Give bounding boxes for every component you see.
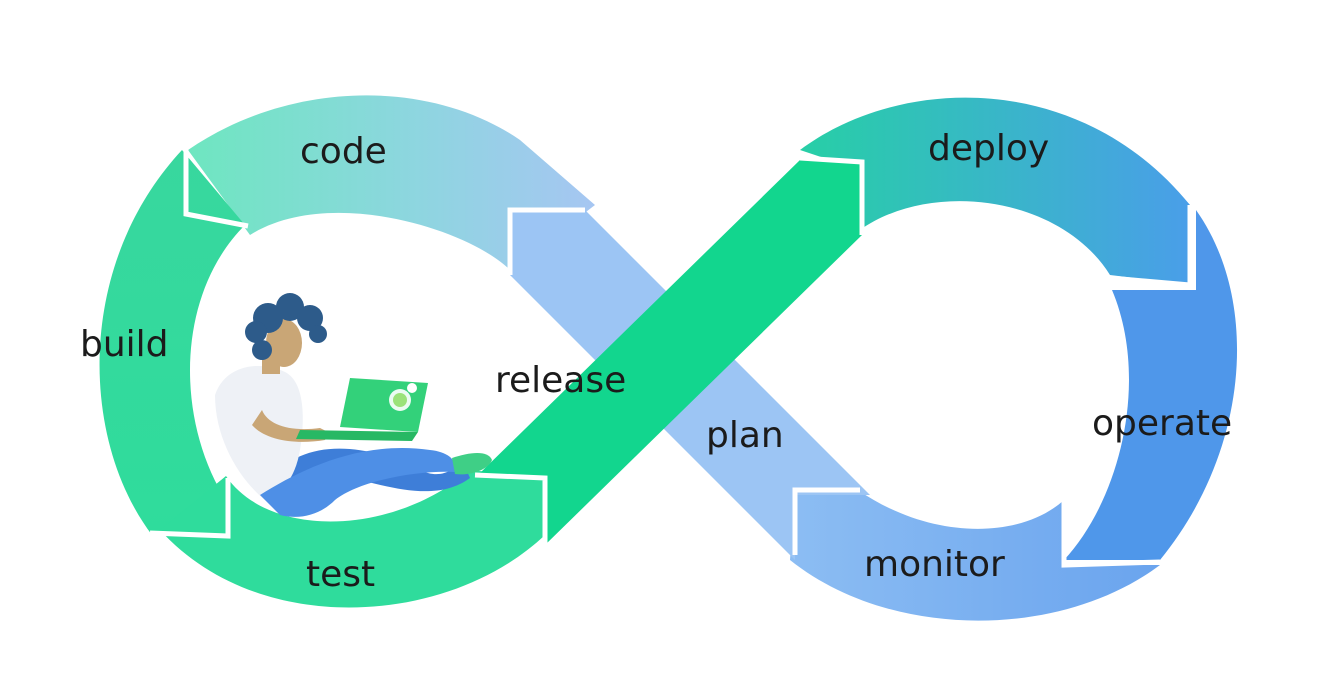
person-with-laptop-illustration (215, 293, 492, 517)
person-leg-front (260, 448, 456, 517)
right-loop (790, 97, 1238, 621)
label-test: test (306, 554, 375, 595)
segment-release (478, 160, 862, 545)
notch-monitor-plan (792, 487, 860, 555)
notch-build-test (149, 478, 231, 539)
label-monitor: monitor (864, 544, 1005, 585)
notch-test-release (474, 472, 548, 545)
person-shoe (452, 453, 492, 475)
segment-code (188, 95, 595, 270)
laptop (296, 378, 428, 441)
notch-release-deploy (799, 155, 865, 235)
label-build: build (80, 324, 169, 365)
left-loop (99, 95, 595, 608)
notch-deploy-operate (1109, 205, 1193, 288)
label-plan: plan (706, 415, 784, 456)
segment-operate (1064, 210, 1238, 560)
person-hair (245, 293, 327, 360)
label-deploy: deploy (928, 128, 1049, 169)
segment-test (160, 470, 545, 608)
notch-operate-monitor (1061, 495, 1161, 568)
notch-plan (507, 207, 585, 275)
segment-build (99, 150, 245, 535)
label-code: code (300, 131, 387, 172)
segment-monitor (790, 490, 1160, 621)
label-release: release (495, 360, 626, 401)
person-shirt (215, 365, 303, 500)
label-operate: operate (1092, 403, 1232, 444)
notch-code-build (183, 145, 249, 229)
segment-deploy (800, 97, 1192, 285)
